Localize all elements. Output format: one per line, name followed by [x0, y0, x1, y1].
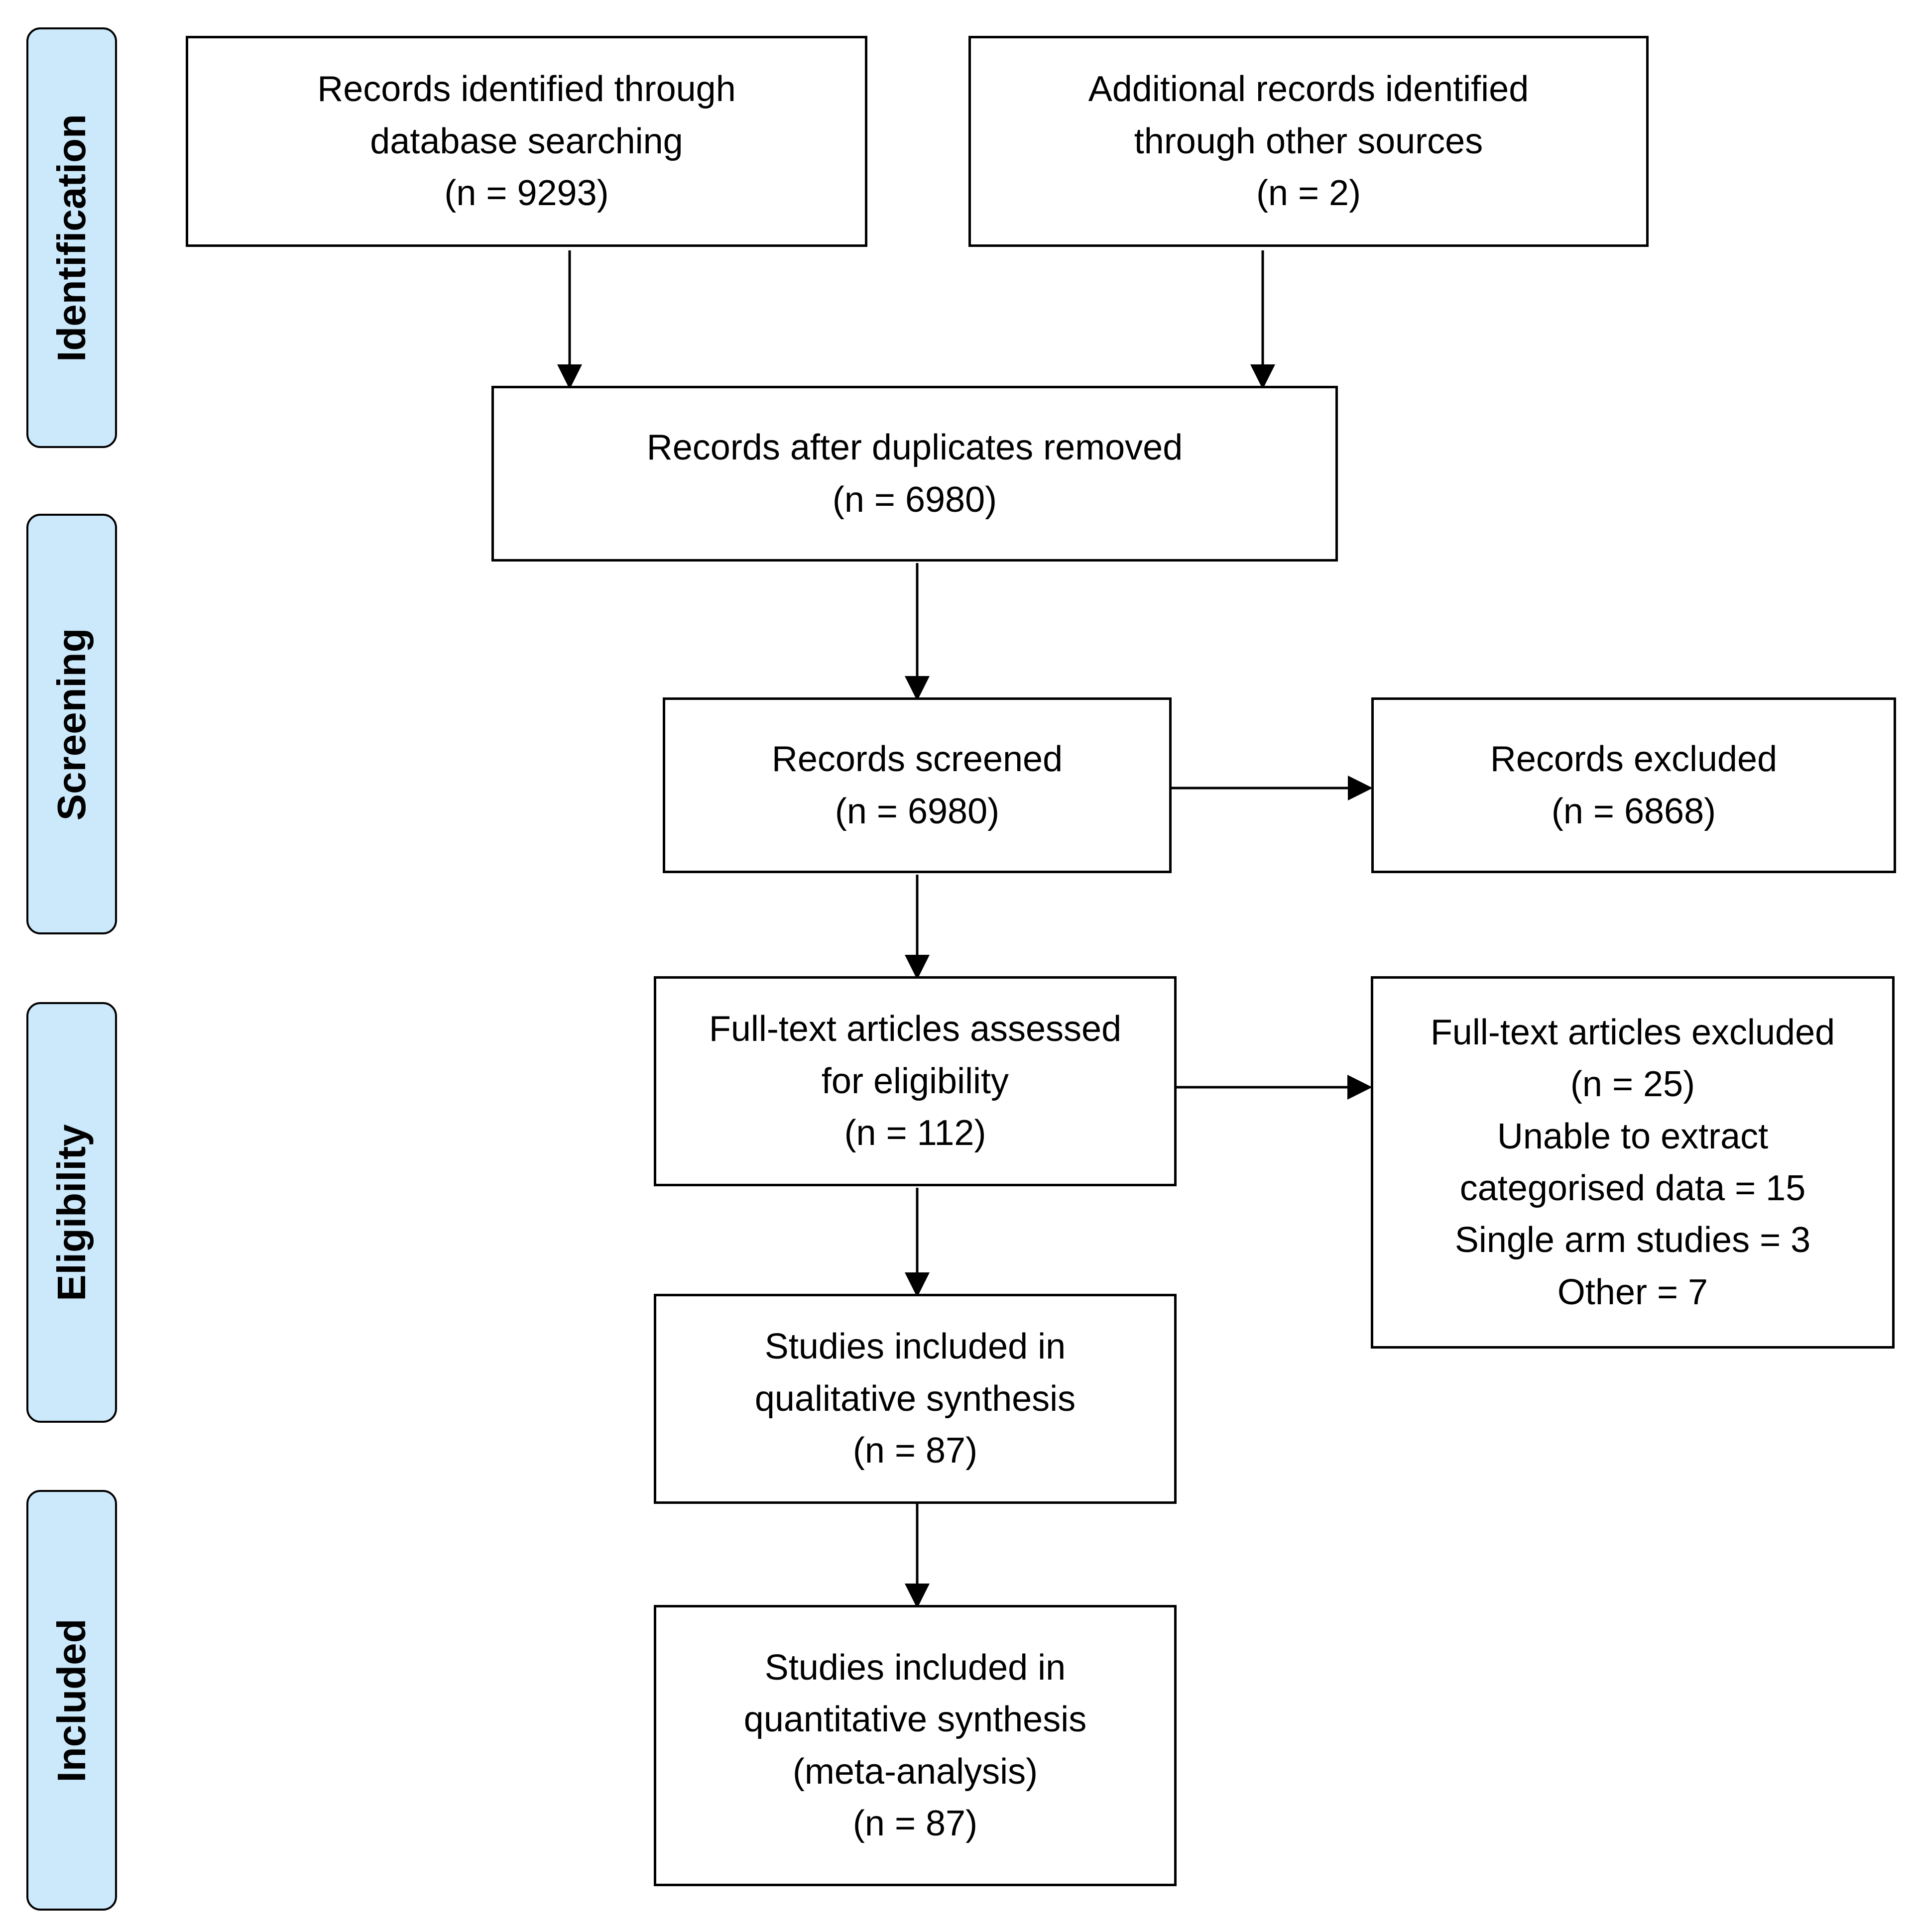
quantitative-line-3: (meta-analysis)	[792, 1751, 1038, 1792]
box-records-screened: Records screened (n = 6980)	[663, 697, 1172, 873]
records-screened-count: (n = 6980)	[835, 791, 1000, 831]
box-fulltext-assessed: Full-text articles assessed for eligibil…	[654, 976, 1177, 1186]
quantitative-line-2: quantitative synthesis	[743, 1700, 1087, 1740]
fulltext-excluded-reason-1b: categorised data = 15	[1459, 1168, 1806, 1208]
qualitative-count: (n = 87)	[852, 1431, 978, 1471]
records-excluded-count: (n = 6868)	[1551, 791, 1716, 831]
fulltext-assessed-count: (n = 112)	[844, 1113, 986, 1153]
fulltext-excluded-reason-3: Other = 7	[1557, 1272, 1708, 1312]
database-search-line-1: Records identified through	[317, 69, 736, 110]
records-excluded-label: Records excluded	[1490, 739, 1778, 780]
qualitative-line-2: qualitative synthesis	[754, 1378, 1076, 1419]
fulltext-excluded-label: Full-text articles excluded	[1430, 1012, 1835, 1052]
fulltext-assessed-line-1: Full-text articles assessed	[709, 1009, 1122, 1049]
box-database-search: Records identified through database sear…	[186, 36, 867, 247]
records-screened-label: Records screened	[771, 739, 1063, 780]
box-duplicates-removed: Records after duplicates removed (n = 69…	[491, 386, 1338, 562]
box-records-excluded: Records excluded (n = 6868)	[1371, 697, 1896, 873]
fulltext-excluded-count: (n = 25)	[1570, 1064, 1695, 1105]
database-search-line-2: database searching	[370, 121, 683, 161]
quantitative-count: (n = 87)	[852, 1803, 978, 1843]
other-sources-line-1: Additional records identified	[1088, 69, 1529, 110]
quantitative-line-1: Studies included in	[764, 1647, 1066, 1688]
fulltext-assessed-line-2: for eligibility	[821, 1061, 1009, 1101]
fulltext-excluded-reason-2: Single arm studies = 3	[1454, 1220, 1811, 1260]
other-sources-line-2: through other sources	[1134, 121, 1483, 161]
stage-tab-included: Included	[26, 1490, 117, 1911]
fulltext-excluded-reason-1a: Unable to extract	[1497, 1116, 1769, 1156]
box-qualitative-synthesis: Studies included in qualitative synthesi…	[654, 1294, 1177, 1504]
box-fulltext-excluded: Full-text articles excluded (n = 25) Una…	[1371, 976, 1895, 1349]
database-search-count: (n = 9293)	[444, 173, 609, 214]
qualitative-line-1: Studies included in	[764, 1327, 1066, 1367]
box-quantitative-synthesis: Studies included in quantitative synthes…	[654, 1605, 1177, 1886]
stage-tab-eligibility: Eligibility	[26, 1002, 117, 1423]
stage-tab-screening: Screening	[26, 514, 117, 934]
other-sources-count: (n = 2)	[1256, 173, 1361, 214]
stage-tab-identification: Identification	[26, 27, 117, 448]
duplicates-removed-label: Records after duplicates removed	[646, 428, 1183, 468]
duplicates-removed-count: (n = 6980)	[832, 479, 997, 520]
box-other-sources: Additional records identified through ot…	[968, 36, 1649, 247]
